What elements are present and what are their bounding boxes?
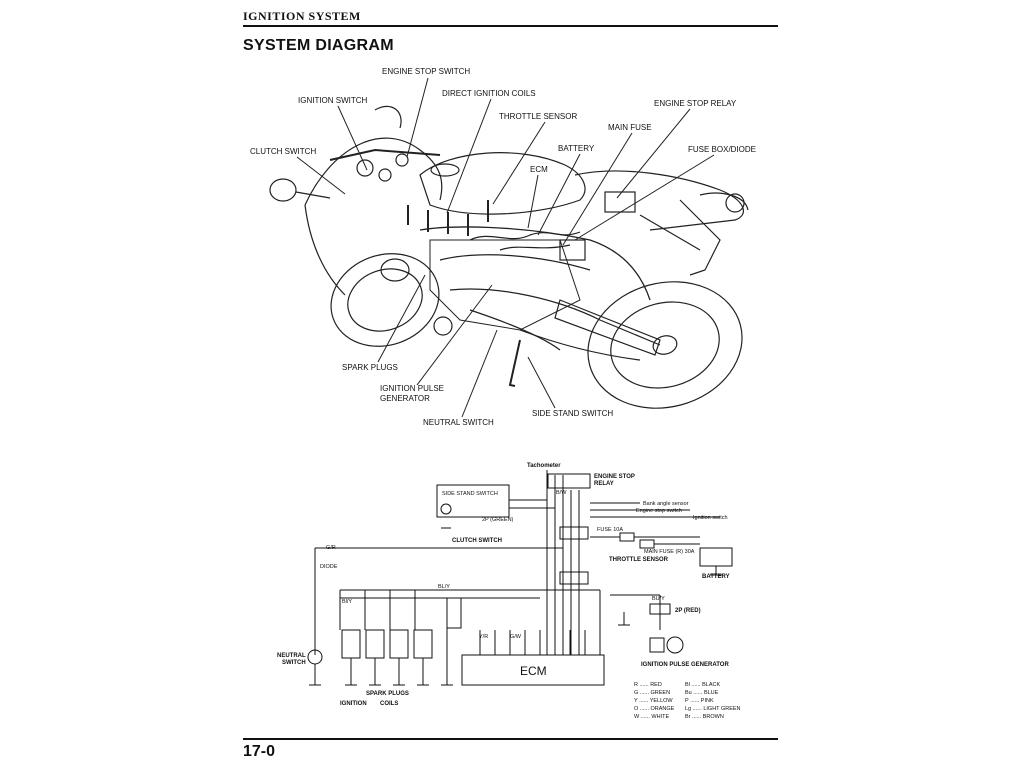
schematic-labels: Tachometer ENGINE STOP RELAY Bank angle … xyxy=(277,463,730,707)
ignition-coil-2 xyxy=(365,629,385,659)
label-engine-stop-relay: ENGINE STOP RELAY xyxy=(654,99,737,108)
label-tachometer: Tachometer xyxy=(527,463,561,469)
mirror xyxy=(269,178,297,202)
label-throttle-sensor: THROTTLE SENSOR xyxy=(499,112,577,121)
section-header: IGNITION SYSTEM xyxy=(243,9,361,23)
wire-code-bl: BL/Y xyxy=(438,584,450,590)
wire-code-bu: BU/Y xyxy=(652,596,665,602)
label-ignition-switch: IGNITION SWITCH xyxy=(298,96,368,105)
label-neutral-switch: NEUTRAL SWITCH xyxy=(423,418,494,427)
engine-stop-relay-box xyxy=(547,473,591,489)
label-neutral-switch-2: SWITCH xyxy=(282,660,306,666)
label-main-fuse: MAIN FUSE xyxy=(608,123,652,132)
label-ignition-pulse-generator-w: IGNITION PULSE GENERATOR xyxy=(641,662,729,668)
wire-code-yr: Y/R xyxy=(479,634,488,640)
label-engine-stop-relay-2: RELAY xyxy=(594,481,614,487)
wire-code-gw: G/W xyxy=(510,634,522,640)
label-ignition-switch-w: Ignition switch xyxy=(693,515,728,521)
legend-row-1-a: R ...... RED xyxy=(634,682,662,688)
label-direct-ignition-coils: DIRECT IGNITION COILS xyxy=(442,89,536,98)
label-ignition-w: IGNITION xyxy=(340,701,367,707)
fuel-tank xyxy=(419,152,586,215)
footer-rule xyxy=(243,738,778,740)
legend-row-4-a: O ...... ORANGE xyxy=(634,706,675,712)
battery-box xyxy=(699,547,733,567)
diode-module xyxy=(446,597,462,629)
ignition-coil-4 xyxy=(413,629,433,659)
engine-block xyxy=(429,239,581,331)
label-side-stand-switch: SIDE STAND SWITCH xyxy=(532,409,613,418)
windscreen xyxy=(304,137,443,206)
throttle-sensor-box xyxy=(559,526,589,540)
legend-row-2-a: G ...... GREEN xyxy=(634,690,670,696)
wire-code-gr: G/R xyxy=(326,545,336,551)
label-diode: DIODE xyxy=(320,564,338,570)
label-ecm: ECM xyxy=(530,165,548,174)
label-clutch-switch-w: CLUTCH SWITCH xyxy=(452,538,502,544)
label-battery: BATTERY xyxy=(558,144,595,153)
color-legend: R ...... RED Bl ...... BLACK G ...... GR… xyxy=(634,682,741,720)
schematic-wires xyxy=(307,470,733,686)
side-stand-switch-box xyxy=(436,484,510,518)
label-neutral-switch-1: NEUTRAL xyxy=(277,653,306,659)
rear-wheel xyxy=(587,281,743,409)
label-engine-stop-relay-1: ENGINE STOP xyxy=(594,474,635,480)
wire-code-by: Bl/Y xyxy=(342,599,352,605)
legend-row-5-b: Br ...... BROWN xyxy=(685,714,724,720)
connector-2p-red-box xyxy=(649,603,671,615)
ecm-box xyxy=(461,654,605,686)
wire-code-bw: B/W xyxy=(556,490,567,496)
main-fuse-box xyxy=(639,539,655,549)
motorcycle-illustration xyxy=(269,105,749,409)
label-fuse-10a: FUSE 10A xyxy=(597,527,623,533)
pulse-generator-cover xyxy=(433,316,453,336)
label-engine-stop-switch-w: Engine stop switch xyxy=(636,508,682,514)
label-engine-stop-switch: ENGINE STOP SWITCH xyxy=(382,67,470,76)
label-clutch-switch: CLUTCH SWITCH xyxy=(250,147,316,156)
page-title: SYSTEM DIAGRAM xyxy=(243,37,394,54)
legend-row-1-b: Bl ...... BLACK xyxy=(685,682,720,688)
label-ignition-pulse-line2: GENERATOR xyxy=(380,394,430,403)
ignition-coils xyxy=(407,200,489,236)
component-labels: ENGINE STOP SWITCH IGNITION SWITCH DIREC… xyxy=(250,67,756,427)
label-main-fuse-30a: MAIN FUSE (R) 30A xyxy=(644,549,695,555)
fuse-10a-box xyxy=(619,532,635,542)
legend-row-2-b: Bu ...... BLUE xyxy=(685,690,719,696)
side-stand xyxy=(508,339,521,387)
frame xyxy=(419,226,651,301)
wire-harness xyxy=(469,231,581,241)
header-rule xyxy=(243,25,778,27)
legend-row-4-b: Lg ...... LIGHT GREEN xyxy=(685,706,741,712)
label-bank-angle-sensor: Bank angle sensor xyxy=(643,501,689,507)
wiring-schematic: Tachometer ENGINE STOP RELAY Bank angle … xyxy=(277,463,741,720)
label-ignition-pulse-line1: IGNITION PULSE xyxy=(380,384,444,393)
seat-tail xyxy=(574,170,745,231)
label-battery-w: BATTERY xyxy=(702,574,730,580)
ignition-coil-1 xyxy=(341,629,361,659)
label-connector-2p-red: 2P (RED) xyxy=(675,608,701,614)
label-spark-plugs: SPARK PLUGS xyxy=(342,363,398,372)
label-ecm-box: ECM xyxy=(520,664,547,678)
label-side-stand-switch-w: SIDE STAND SWITCH xyxy=(442,491,498,497)
motorcycle-location-diagram: ENGINE STOP SWITCH IGNITION SWITCH DIREC… xyxy=(250,67,756,427)
label-fuse-box-diode: FUSE BOX/DIODE xyxy=(688,145,756,154)
ignition-coil-3 xyxy=(389,629,409,659)
legend-row-3-a: Y ...... YELLOW xyxy=(634,698,673,704)
label-spark-plugs-w: SPARK PLUGS xyxy=(366,691,409,697)
leader-lines xyxy=(296,77,715,418)
label-coils-w: COILS xyxy=(380,701,398,707)
legend-row-3-b: P ...... PINK xyxy=(685,698,714,704)
label-connector-2p-green: 2P (GREEN) xyxy=(482,517,514,523)
legend-row-5-a: W ...... WHITE xyxy=(634,714,669,720)
front-wheel xyxy=(330,253,440,347)
battery-box xyxy=(559,239,586,261)
front-hub xyxy=(380,258,410,282)
label-throttle-sensor-w: THROTTLE SENSOR xyxy=(609,557,669,563)
pulse-generator-symbol xyxy=(666,636,684,654)
page-number: 17-0 xyxy=(243,743,276,760)
